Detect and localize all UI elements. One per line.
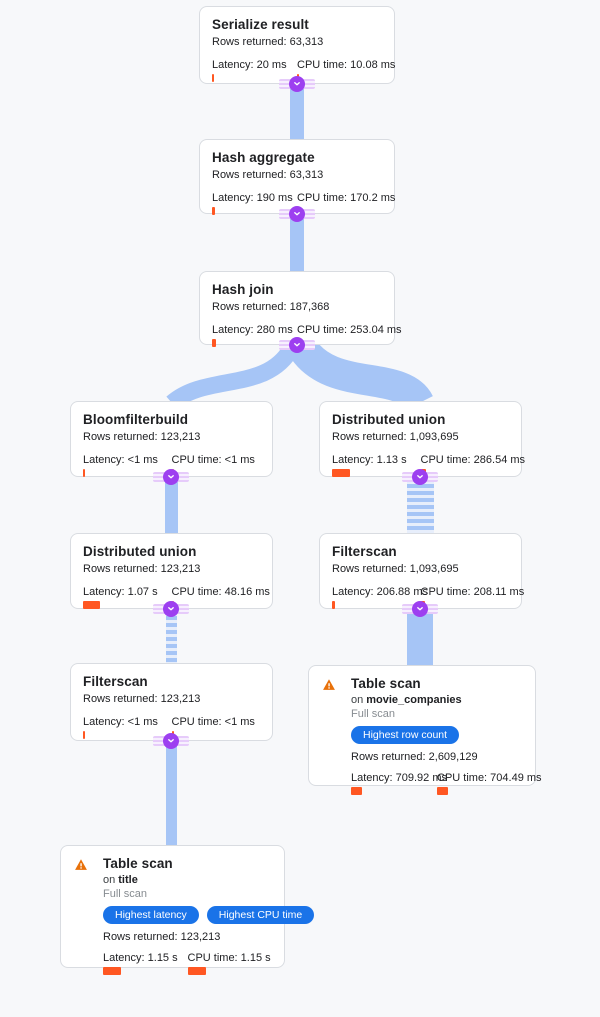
cpu-time-label: CPU time: <1 ms <box>171 716 255 728</box>
node-title: Bloomfilterbuild <box>83 412 189 427</box>
rows-returned: Rows returned: 2,609,129 <box>351 751 478 763</box>
node-title: Distributed union <box>332 412 446 427</box>
latency-bar <box>83 469 85 477</box>
node-title: Table scan <box>351 676 421 691</box>
latency-label: Latency: 1.13 s <box>332 454 407 466</box>
collapse-distributed-union-right-button[interactable] <box>412 469 428 485</box>
collapse-distributed-union-left-button[interactable] <box>163 601 179 617</box>
edge-filterscan-to-table-scan-left <box>166 741 177 846</box>
node-title: Distributed union <box>83 544 197 559</box>
plan-node-serialize-result[interactable]: Serialize result Rows returned: 63,313 L… <box>199 6 395 84</box>
highest-latency-badge: Highest latency <box>103 906 199 924</box>
collapse-filterscan-left-button[interactable] <box>163 733 179 749</box>
chevron-down-icon <box>168 607 174 611</box>
latency-bar <box>83 731 85 739</box>
latency-bar <box>212 207 215 215</box>
cpu-time-label: CPU time: 1.15 s <box>187 952 271 964</box>
warning-icon <box>75 859 87 870</box>
latency-bar <box>103 967 121 975</box>
node-title: Table scan <box>103 856 173 871</box>
edge-hash-join-to-distributed-union <box>288 345 433 405</box>
cpu-time-label: CPU time: <1 ms <box>171 454 255 466</box>
warning-icon <box>323 679 335 690</box>
plan-node-hash-aggregate[interactable]: Hash aggregate Rows returned: 63,313 Lat… <box>199 139 396 215</box>
table-name: movie_companies <box>366 694 462 706</box>
rows-returned: Rows returned: 63,313 <box>212 169 324 181</box>
plan-node-distributed-union-left[interactable]: Distributed union Rows returned: 123,213… <box>70 533 273 609</box>
collapse-bloomfilterbuild-button[interactable] <box>163 469 179 485</box>
latency-label: Latency: 206.88 ms <box>332 586 429 598</box>
plan-node-filterscan-right[interactable]: Filterscan Rows returned: 1,093,695 Late… <box>319 533 525 609</box>
latency-label: Latency: 1.15 s <box>103 952 178 964</box>
rows-returned: Rows returned: 123,213 <box>83 693 201 705</box>
chevron-down-icon <box>168 739 174 743</box>
cpu-time-bar <box>187 967 206 975</box>
chevron-down-icon <box>294 343 300 347</box>
chevron-down-icon <box>294 212 300 216</box>
edge-bloomfilterbuild-to-distributed-union <box>165 477 178 534</box>
collapse-filterscan-right-button[interactable] <box>412 601 428 617</box>
chevron-down-icon <box>417 607 423 611</box>
rows-returned: Rows returned: 1,093,695 <box>332 431 459 443</box>
plan-node-filterscan-left[interactable]: Filterscan Rows returned: 123,213 Latenc… <box>70 663 273 741</box>
latency-label: Latency: <1 ms <box>83 454 158 466</box>
table-name: title <box>118 874 138 886</box>
edge-hash-join-to-bloomfilterbuild <box>166 345 300 405</box>
plan-node-bloomfilterbuild[interactable]: Bloomfilterbuild Rows returned: 123,213 … <box>70 401 273 477</box>
cpu-time-bar <box>437 787 448 795</box>
cpu-time-label: CPU time: 253.04 ms <box>297 324 402 336</box>
cpu-time-label: CPU time: 10.08 ms <box>297 59 396 71</box>
node-title: Filterscan <box>83 674 148 689</box>
rows-returned: Rows returned: 63,313 <box>212 36 324 48</box>
branch-edges <box>166 345 433 405</box>
scan-type: Full scan <box>103 888 148 900</box>
latency-bar <box>332 469 350 477</box>
latency-label: Latency: 20 ms <box>212 59 287 71</box>
plan-node-distributed-union-right[interactable]: Distributed union Rows returned: 1,093,6… <box>319 401 526 477</box>
latency-bar <box>212 339 216 347</box>
node-title: Filterscan <box>332 544 397 559</box>
edge-distributed-union-to-filterscan-left <box>166 609 177 664</box>
edge-filterscan-to-table-scan-right <box>407 609 433 666</box>
chevron-down-icon <box>294 82 300 86</box>
cpu-time-label: CPU time: 286.54 ms <box>420 454 526 466</box>
latency-label: Latency: 709.92 ms <box>351 772 448 784</box>
rows-returned: Rows returned: 123,213 <box>83 563 201 575</box>
cpu-time-label: CPU time: 208.11 ms <box>420 586 525 598</box>
cpu-time-label: CPU time: 704.49 ms <box>437 772 542 784</box>
latency-label: Latency: 280 ms <box>212 324 293 336</box>
plan-node-hash-join[interactable]: Hash join Rows returned: 187,368 Latency… <box>199 271 402 347</box>
rows-returned: Rows returned: 187,368 <box>212 301 330 313</box>
node-title: Serialize result <box>212 17 309 32</box>
latency-label: Latency: 190 ms <box>212 192 293 204</box>
edge-hash-aggregate-to-hash-join <box>290 214 304 272</box>
edge-serialize-to-hash-aggregate <box>290 84 304 140</box>
latency-bar <box>351 787 362 795</box>
latency-bar <box>212 74 214 82</box>
rows-returned: Rows returned: 123,213 <box>103 931 221 943</box>
scan-type: Full scan <box>351 708 396 720</box>
highest-cpu-time-badge: Highest CPU time <box>206 906 315 924</box>
collapse-serialize-result-button[interactable] <box>289 76 305 92</box>
edge-distributed-union-to-filterscan-right <box>407 477 434 534</box>
node-title: Hash join <box>212 282 274 297</box>
rows-returned: Rows returned: 1,093,695 <box>332 563 459 575</box>
cpu-time-label: CPU time: 48.16 ms <box>171 586 270 598</box>
latency-bar <box>332 601 335 609</box>
chevron-down-icon <box>168 475 174 479</box>
collapse-hash-join-button[interactable] <box>289 337 305 353</box>
chevron-down-icon <box>417 475 423 479</box>
node-title: Hash aggregate <box>212 150 315 165</box>
highest-row-count-badge: Highest row count <box>351 726 460 744</box>
latency-label: Latency: <1 ms <box>83 716 158 728</box>
collapse-hash-aggregate-button[interactable] <box>289 206 305 222</box>
rows-returned: Rows returned: 123,213 <box>83 431 201 443</box>
latency-bar <box>83 601 100 609</box>
cpu-time-label: CPU time: 170.2 ms <box>297 192 396 204</box>
latency-label: Latency: 1.07 s <box>83 586 158 598</box>
